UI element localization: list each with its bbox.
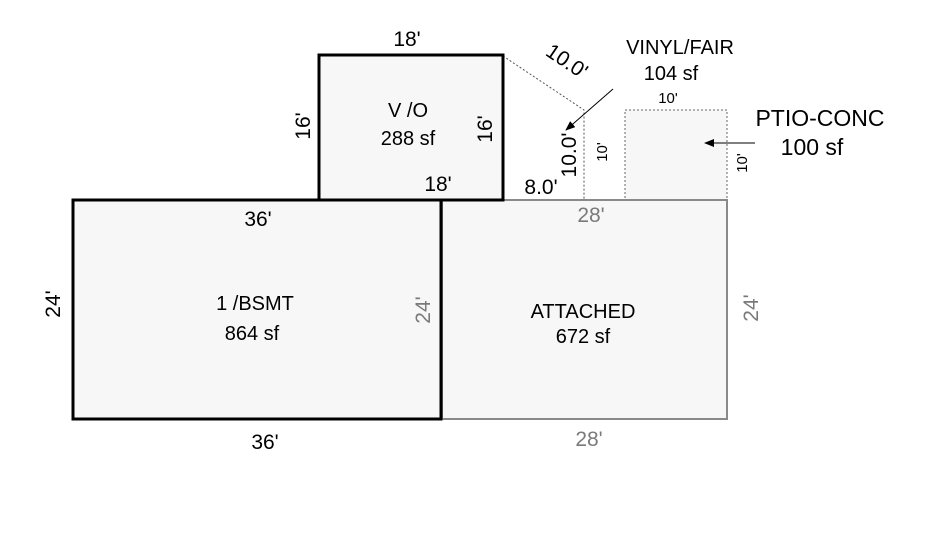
vinyl-callout-arrow	[565, 88, 614, 131]
vinyl-label: VINYL/FAIR	[626, 37, 734, 59]
vo-area: 288 sf	[381, 128, 436, 150]
bsmt-dim-top: 36'	[244, 208, 271, 231]
attached-label: ATTACHED	[531, 301, 636, 323]
bsmt-dim-left: 24'	[42, 290, 65, 317]
attached-dim-bottom: 28'	[575, 428, 602, 451]
patio-outline	[624, 109, 728, 201]
bsmt-dim-right: 24'	[412, 296, 435, 323]
vo-label: V /O	[388, 100, 428, 122]
attached-dim-right: 24'	[740, 294, 763, 321]
attached-dim-top: 28'	[577, 204, 604, 227]
vinyl-dim-bottom: 8.0'	[524, 176, 557, 199]
vo-dim-bottom: 18'	[424, 173, 451, 196]
vinyl-dim-diagonal: 10.0'	[542, 40, 592, 84]
vo-outline	[317, 53, 505, 202]
vinyl-dim-left: 10.0'	[558, 133, 581, 178]
vo-dim-top: 18'	[393, 28, 420, 51]
bsmt-outline	[71, 198, 443, 421]
bsmt-label: 1 /BSMT	[216, 293, 294, 315]
vinyl-area: 104 sf	[644, 63, 699, 85]
vo-dim-right: 16'	[474, 115, 497, 142]
vo-dim-left: 16'	[292, 112, 315, 139]
bsmt-dim-bottom: 36'	[251, 431, 278, 454]
patio-label: PTIO-CONC	[755, 105, 884, 131]
vinyl-dim-right: 10'	[594, 142, 611, 162]
attached-area: 672 sf	[556, 326, 611, 348]
bsmt-area: 864 sf	[225, 323, 280, 345]
patio-dim-right: 10'	[734, 153, 751, 173]
patio-area: 100 sf	[781, 134, 844, 160]
patio-dim-top: 10'	[658, 90, 678, 107]
